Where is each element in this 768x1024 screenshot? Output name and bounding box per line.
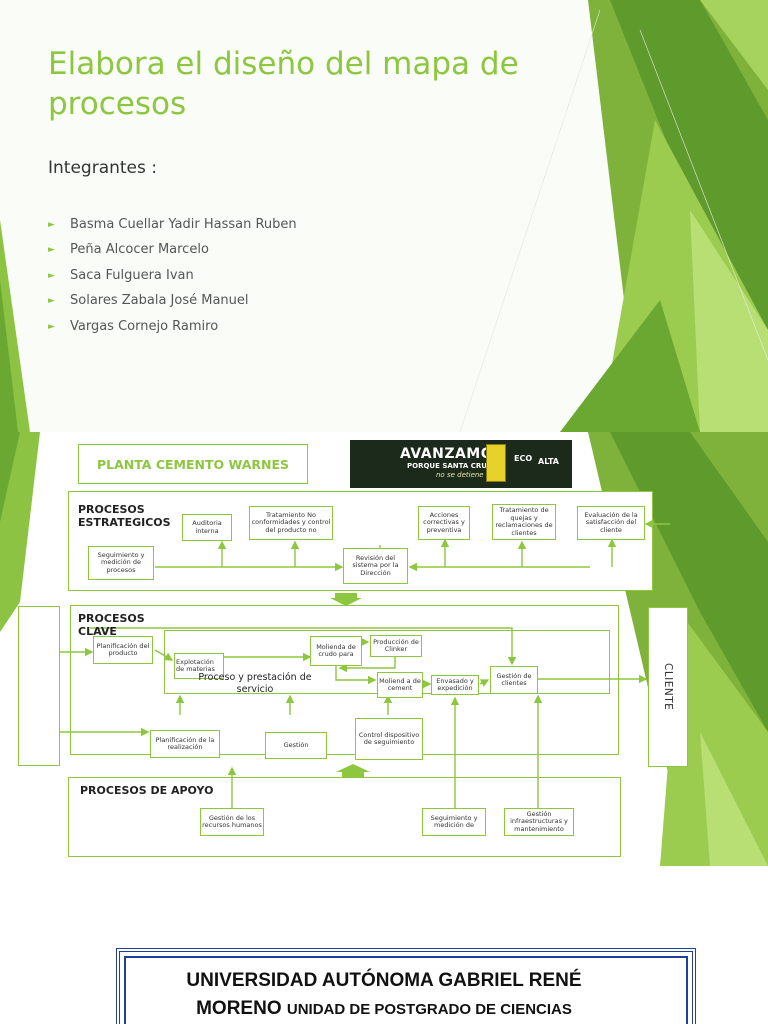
slide-intro: Elabora el diseño del mapa de procesos I… <box>0 0 768 432</box>
gestion-node: Gestión <box>265 732 327 759</box>
molienda-crudo-node: Molienda de crudo para <box>310 636 362 666</box>
explotacion-node: Explotación de materias <box>174 653 224 679</box>
banner-headline: AVANZAMOS <box>400 446 504 462</box>
infraestructura-node: Gestión infraestructuras y mantenimiento <box>504 808 574 836</box>
plant-title: PLANTA CEMENTO WARNES <box>78 444 308 484</box>
list-item: ► Saca Fulguera Ivan <box>48 263 297 289</box>
banner-tagline: no se detiene <box>436 471 484 479</box>
apoyo-title: PROCESOS DE APOYO <box>80 784 214 797</box>
member-name: Saca Fulguera Ivan <box>70 267 194 283</box>
auditoria-node: Auditoria interna <box>182 514 232 541</box>
slide-process-map: PLANTA CEMENTO WARNES AVANZAMOS PORQUE S… <box>0 432 768 866</box>
control-node: Control dispositivo de seguimiento <box>355 718 423 760</box>
cement-bag-icon <box>486 444 506 482</box>
banner-subline: PORQUE SANTA CRUZ <box>407 462 493 470</box>
left-input-box <box>18 606 60 766</box>
members-list: ► Basma Cuellar Yadir Hassan Ruben ► Peña … <box>48 212 297 340</box>
postgrado-unit: UNIDAD DE POSTGRADO DE CIENCIAS <box>286 1001 572 1018</box>
seguimiento-medicion-node: Seguimiento y medición de <box>422 808 486 836</box>
molienda-cemento-node: Moliend a de cement <box>377 672 423 698</box>
university-name-line2: MORENO UNIDAD DE POSTGRADO DE CIENCIAS <box>0 998 768 1020</box>
planificacion-producto-node: Planificación del producto <box>93 636 153 664</box>
cliente-box: CLIENTE <box>648 607 688 767</box>
document-cover: UNIVERSIDAD AUTÓNOMA GABRIEL RENÉ MORENO… <box>0 866 768 1024</box>
member-name: Vargas Cornejo Ramiro <box>70 318 219 334</box>
clinker-node: Producción de Clinker <box>370 635 422 657</box>
envasado-node: Envasado y expedición <box>431 675 479 695</box>
list-item: ► Solares Zabala José Manuel <box>48 289 297 315</box>
list-item: ► Peña Alcocer Marcelo <box>48 238 297 264</box>
evaluacion-node: Evaluación de la satisfacción del client… <box>577 506 645 540</box>
university-name-line1: UNIVERSIDAD AUTÓNOMA GABRIEL RENÉ <box>186 970 582 991</box>
banner-alta: ALTA <box>538 457 559 466</box>
quejas-node: Tratamiento de quejas y reclamaciones de… <box>492 504 556 540</box>
bullet-icon: ► <box>48 219 55 230</box>
tratamiento-nc-node: Tratamiento No conformidades y control d… <box>249 506 333 540</box>
planificacion-realizacion-node: Planificación de la realización <box>150 730 220 758</box>
clave-title: PROCESOS CLAVE <box>78 612 145 638</box>
slide-title: Elabora el diseño del mapa de procesos <box>48 46 519 122</box>
estrategicos-title: PROCESOS ESTRATEGICOS <box>78 503 171 529</box>
bullet-icon: ► <box>48 321 55 332</box>
banner-eco: ECO <box>514 454 533 463</box>
acciones-node: Acciones correctivas y preventiva <box>418 506 470 540</box>
member-name: Solares Zabala José Manuel <box>70 293 249 309</box>
bullet-icon: ► <box>48 270 55 281</box>
process-connectors <box>60 519 670 808</box>
rrhh-node: Gestión de los recursos humanos <box>200 808 264 836</box>
gestion-clientes-node: Gestión de clientes <box>490 666 538 694</box>
member-name: Basma Cuellar Yadir Hassan Ruben <box>70 216 297 232</box>
bullet-icon: ► <box>48 296 55 307</box>
list-item: ► Basma Cuellar Yadir Hassan Ruben <box>48 212 297 238</box>
green-decoration <box>0 0 768 432</box>
promo-banner: AVANZAMOS PORQUE SANTA CRUZ no se detien… <box>350 440 572 488</box>
document-inner-frame <box>124 956 688 1024</box>
seguimiento-node: Seguimiento y medición de procesos <box>88 546 154 580</box>
university-name-moreno: MORENO <box>196 998 282 1019</box>
bullet-icon: ► <box>48 245 55 256</box>
member-name: Peña Alcocer Marcelo <box>70 242 209 258</box>
revision-node: Revisión del sistema por la Dirección <box>343 548 408 584</box>
members-heading: Integrantes : <box>48 158 157 178</box>
list-item: ► Vargas Cornejo Ramiro <box>48 314 297 340</box>
cliente-label: CLIENTE <box>662 663 674 711</box>
document-frame <box>116 948 696 1024</box>
process-label: Proceso y prestación de servicio <box>198 672 312 695</box>
